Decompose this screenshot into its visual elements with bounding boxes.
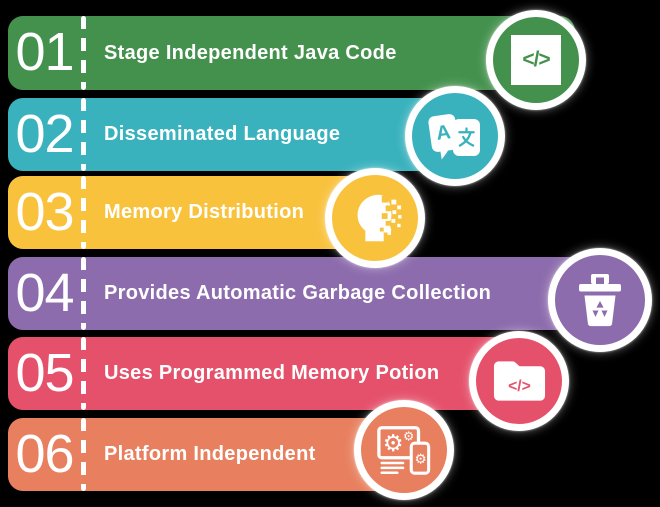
code-icon: </> <box>486 10 586 110</box>
svg-text:⚙: ⚙ <box>415 452 427 468</box>
feature-label: Uses Programmed Memory Potion <box>104 362 440 384</box>
svg-text:⚙: ⚙ <box>383 430 404 457</box>
step-number: 05 <box>15 342 74 403</box>
step-number: 02 <box>15 103 74 164</box>
translate-language-icon: A <box>405 86 505 186</box>
code-glyph: </> <box>511 35 561 85</box>
feature-bar-2: 02 Disseminated Language <box>8 98 490 171</box>
dashed-divider <box>81 176 86 249</box>
memory-pixel-head-icon <box>325 168 425 268</box>
feature-bar-4: 04 Provides Automatic Garbage Collection <box>8 257 608 330</box>
step-number: 01 <box>15 22 74 82</box>
folder-code-glyph: </> <box>508 378 531 395</box>
step-number: 03 <box>15 181 74 242</box>
code-folder-icon: </> <box>469 331 569 431</box>
recycle-bin-icon <box>548 248 652 352</box>
feature-label: Memory Distribution <box>104 201 305 223</box>
svg-text:⚙: ⚙ <box>403 428 414 443</box>
devices-gears-icon: ⚙ ⚙ ⚙ <box>354 400 454 500</box>
feature-label: Provides Automatic Garbage Collection <box>104 282 492 304</box>
feature-bar-6: 06 Platform Independent <box>8 418 442 491</box>
translate-card-cjk <box>453 119 480 156</box>
dashed-divider <box>81 257 86 330</box>
feature-bar-5: 05 Uses Programmed Memory Potion <box>8 337 554 410</box>
dashed-divider <box>81 98 86 171</box>
feature-bar-3: 03 Memory Distribution <box>8 176 410 249</box>
feature-label: Disseminated Language <box>104 123 341 145</box>
feature-label: Platform Independent <box>104 443 316 465</box>
feature-bar-1: 01 Stage Independent Java Code <box>8 16 575 90</box>
feature-label: Stage Independent Java Code <box>104 41 397 64</box>
step-number: 06 <box>15 423 74 484</box>
dashed-divider <box>81 337 86 410</box>
step-number: 04 <box>15 262 74 323</box>
translate-card-latin: A <box>427 113 460 153</box>
dashed-divider <box>81 418 86 491</box>
dashed-divider <box>81 16 86 90</box>
